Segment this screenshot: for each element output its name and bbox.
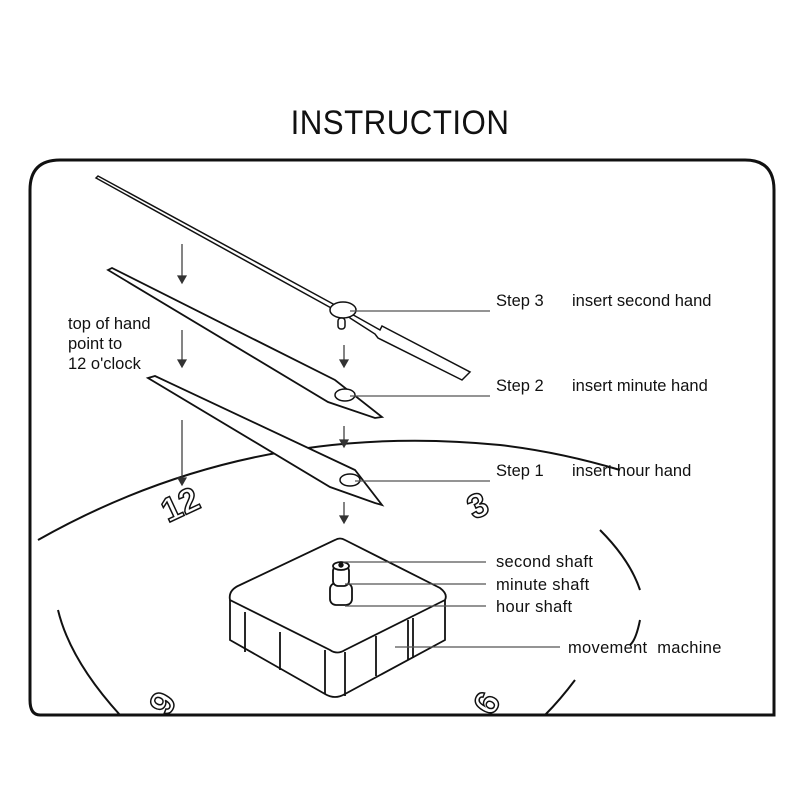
step-action: insert second hand — [572, 292, 712, 310]
step-3-label: Step 3 insert second hand — [496, 292, 711, 311]
hour-hand — [145, 375, 385, 507]
step-number: Step 1 — [496, 462, 544, 480]
step-number: Step 2 — [496, 377, 544, 395]
frame — [28, 158, 776, 717]
step-number: Step 3 — [496, 292, 544, 310]
arrows — [176, 244, 350, 525]
clock-dial-arc-lower-left — [57, 609, 121, 716]
clock-dial-arc-bottom-right — [544, 679, 576, 716]
numeral-3: 3 — [461, 485, 494, 527]
clock-dial-arc — [37, 439, 621, 541]
step-action: insert hour hand — [572, 462, 692, 480]
step-2-label: Step 2 insert minute hand — [496, 377, 708, 396]
note-line: point to — [68, 335, 123, 353]
diagram-title: INSTRUCTION — [290, 104, 510, 142]
movement-machine-label: movement machine — [568, 639, 722, 657]
step-1-label: Step 1 insert hour hand — [496, 462, 691, 481]
clock-dial-arc-right — [599, 529, 641, 591]
note-line: top of hand — [68, 315, 151, 333]
minute-hand — [106, 266, 385, 419]
minute-shaft-label: minute shaft — [496, 576, 590, 594]
step-action: insert minute hand — [572, 377, 708, 395]
note-line: 12 o'clock — [68, 355, 141, 373]
second-shaft-label: second shaft — [496, 553, 594, 571]
clock-dial-arc-right-low — [629, 619, 641, 646]
second-hand — [94, 175, 472, 381]
hour-shaft-label: hour shaft — [496, 598, 573, 616]
movement-machine — [228, 537, 447, 698]
numeral-12: 12 — [155, 480, 205, 530]
leader-lines — [343, 310, 560, 648]
orientation-note: top of hand point to 12 o'clock — [68, 314, 151, 374]
